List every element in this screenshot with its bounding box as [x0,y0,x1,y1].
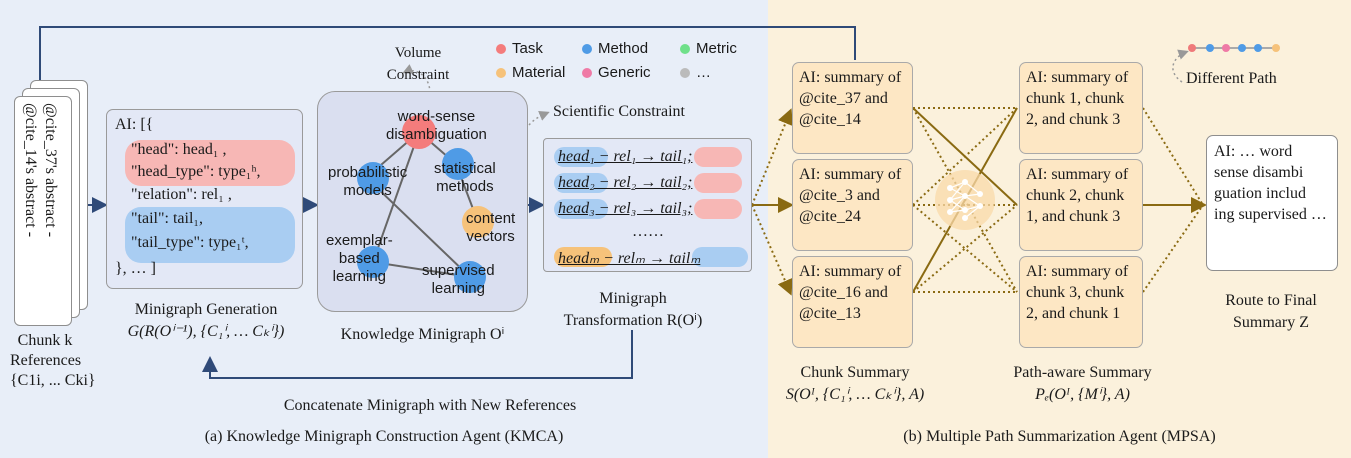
head1-highlight [554,147,608,167]
trans-row-2: head₂ − rel₂ → tail₂; [558,174,693,191]
different-path-icon [1172,44,1280,83]
volume-constraint-label: Volume Constraint [386,45,450,83]
head2-highlight [554,173,608,193]
headm-highlight [554,247,612,267]
chunk-label: Chunk k References {C1i, ... Cki} [10,332,96,389]
concat-label: Concatenate Minigraph with New Reference… [283,397,577,414]
legend-method: Method [582,40,648,57]
legend-method-dot [582,44,592,54]
kmca-caption: (a) Knowledge Minigraph Construction Age… [204,428,564,445]
tailm-highlight [692,247,748,267]
path-summary-1: AI: summary of chunk 1, chunk 2, and chu… [1019,62,1143,154]
trans-row-ellipsis: …… [632,223,664,240]
tail2-highlight [694,173,742,193]
top-loop-arrow [39,26,856,82]
chunk-summary-label: Chunk Summary S(Oᴵ, {C₁ⁱ, … Cₖⁱ}, A) [785,364,925,403]
minigraph-transformation-box: head₁ − rel₁ → tail₁; head₂ − rel₂ → tai… [543,138,752,272]
node-statistical [442,148,474,180]
legend-material: Material [496,64,565,81]
chunk-doc-text-2: @cite_14's abstract - [22,103,39,238]
tail3-highlight [694,199,742,219]
chunk-summary-1: AI: summary of @cite_37 and @cite_14 [792,62,913,154]
head-highlight [125,140,295,186]
trans-row-3: head₃ − rel₃ → tail₃; [558,200,693,217]
knowledge-minigraph-label: Knowledge Minigraph Oⁱ [340,326,505,343]
head3-highlight [554,199,608,219]
bottom-loop-arrow [202,330,633,379]
legend-metric: Metric [680,40,737,57]
legend-material-dot [496,68,506,78]
trans-row-1: head₁ − rel₁ → tail₁; [558,148,693,165]
node-probabilistic [357,162,389,194]
final-summary-label: Route to Final Summary Z [1225,292,1317,331]
graph-edges [357,115,494,293]
legend-other: … [680,64,711,81]
path-summary-label: Path-aware Summary Pₑ(Oᴵ, {Mⁱ}, A) [1013,364,1152,403]
scientific-constraint-label: Scientific Constraint [553,103,685,120]
chunk-summary-2: AI: summary of @cite_3 and @cite_24 [792,159,913,251]
legend-task-dot [496,44,506,54]
head-type-line: "head_type": type₁ʰ, [131,163,261,180]
path-summary-3: AI: summary of chunk 3, chunk 2, and chu… [1019,256,1143,348]
different-path-label: Different Path [1186,70,1277,87]
node-content-vectors [462,206,494,238]
tail1-highlight [694,147,742,167]
tail-highlight [125,207,295,263]
tail-type-line: "tail_type": type₁ᵗ, [131,234,249,251]
legend-other-dot [680,68,690,78]
neural-network-icon [935,170,995,230]
minigraph-generation-label: Minigraph Generation G(R(Oⁱ⁻¹), {C₁ⁱ, … … [127,301,285,340]
ai-close: }, … ] [115,260,157,277]
head-line: "head": head₁ , [131,141,227,158]
minigraph-transformation-label: Minigraph Transformation R(Oⁱ) [563,290,703,329]
legend-generic: Generic [582,64,651,81]
path-summary-2: AI: summary of chunk 2, chunk 1, and chu… [1019,159,1143,251]
node-exemplar [357,246,389,278]
chunk-doc-front: @cite_37's abstract - @cite_14's abstrac… [14,96,72,326]
trans-to-chunk-arrows [751,108,794,296]
mpsa-caption: (b) Multiple Path Summarization Agent (M… [903,428,1216,445]
chunk-summary-3: AI: summary of @cite_16 and @cite_13 [792,256,913,348]
node-word-sense [402,115,436,149]
chunk-doc-text-1: @cite_37's abstract - [42,103,59,238]
legend-metric-dot [680,44,690,54]
ai-open: AI: [{ [115,116,154,133]
path-to-final-arrows [1142,107,1207,293]
legend-generic-dot [582,68,592,78]
legend-task: Task [496,40,543,57]
trans-row-m: headₘ − relₘ → tailₘ [558,250,701,267]
minigraph-generation-box: AI: [{ "head": head₁ , "head_type": type… [106,109,303,289]
tail-line: "tail": tail₁, [131,210,203,227]
final-summary-box: AI: … word sense disambi guation includ … [1206,135,1338,271]
node-supervised [454,261,486,293]
relation-line: "relation": rel₁ , [131,186,232,203]
